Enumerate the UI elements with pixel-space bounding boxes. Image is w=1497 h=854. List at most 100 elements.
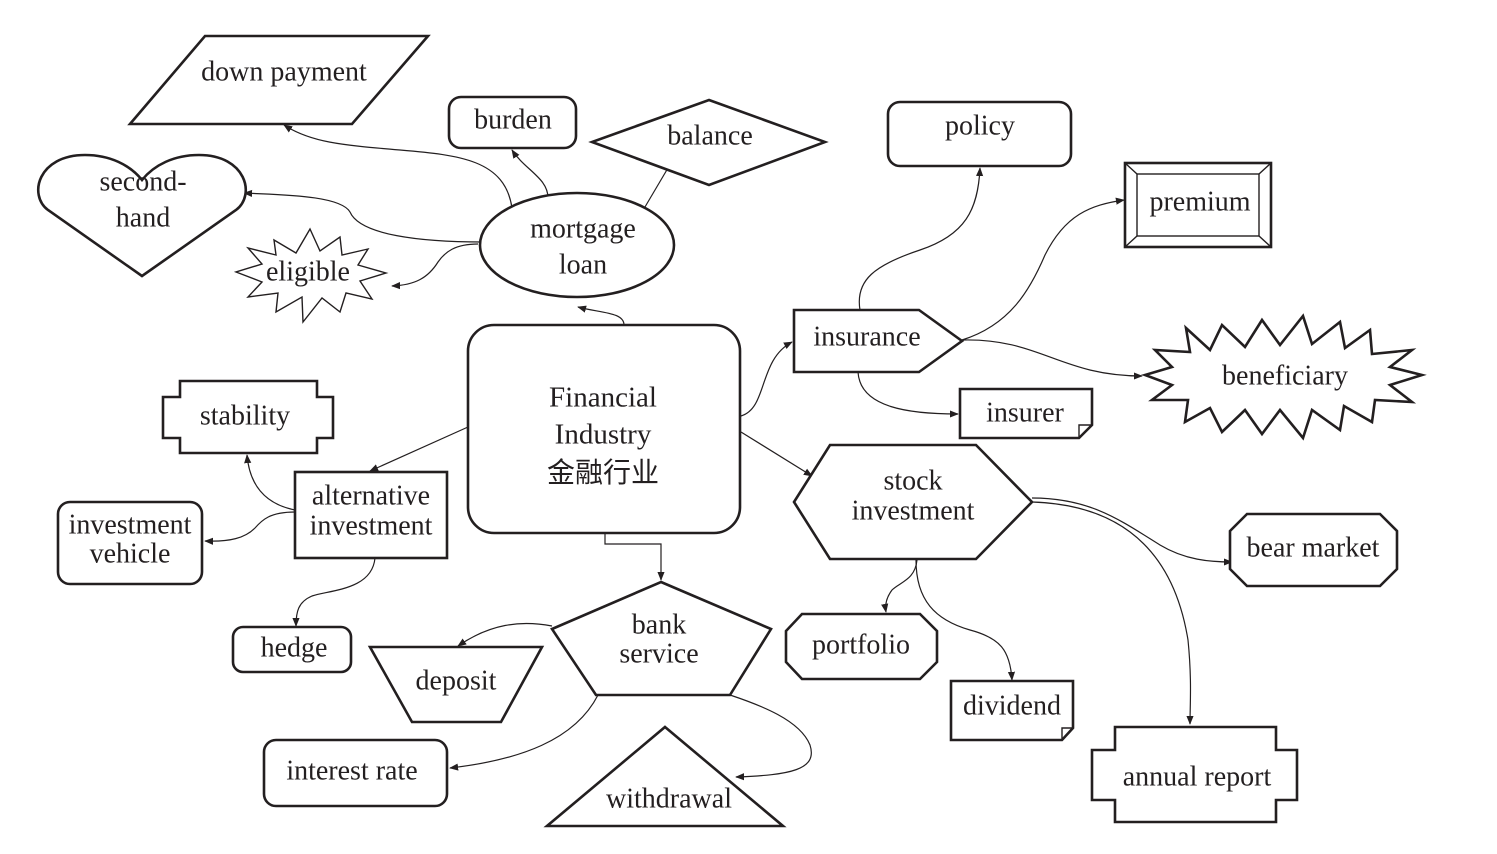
edge-stock-bear-market [1031, 497, 1233, 566]
policy-node[interactable]: policy [886, 100, 1073, 168]
hedge-node[interactable]: hedge [231, 625, 353, 674]
edge-stock-portfolio [881, 559, 918, 613]
edge-center-stock [740, 431, 813, 477]
down-payment-node[interactable]: down payment [127, 34, 431, 126]
stock-label-line2: investment [852, 495, 975, 526]
alternative-rectangle [293, 470, 449, 560]
stability-plaque [161, 379, 335, 455]
insurance-label: insurance [813, 321, 920, 352]
mortgage-label-line2: loan [559, 249, 607, 280]
stability-label: stability [200, 400, 290, 431]
burden-node[interactable]: burden [447, 95, 578, 150]
edge-insurance-insurer [857, 371, 959, 418]
eligible-node[interactable]: eligible [233, 227, 389, 324]
edge-stock-annual-report [1031, 501, 1194, 725]
premium-frame-inner [1136, 173, 1260, 237]
edge-bank-deposit [457, 622, 553, 647]
alternative-investment-node[interactable]: alternative investment [293, 470, 449, 560]
alternative-label-line2: investment [310, 510, 433, 541]
insurer-node[interactable]: insurer [958, 387, 1094, 440]
edge-alternative-stability [244, 454, 296, 511]
withdrawal-label: withdrawal [606, 783, 732, 814]
second-hand-node[interactable]: second- hand [37, 153, 247, 278]
bank-label-line2: service [619, 638, 698, 669]
mortgage-ellipse [478, 191, 676, 299]
dividend-folded-card [949, 679, 1075, 742]
alternative-label-line1: alternative [312, 480, 430, 511]
bear-market-node[interactable]: bear market [1228, 512, 1399, 588]
policy-label: policy [945, 110, 1015, 141]
edge-bank-withdrawal [729, 694, 812, 781]
edge-insurance-policy [858, 167, 984, 311]
balance-diamond [588, 98, 829, 187]
deposit-node[interactable]: deposit [367, 645, 545, 724]
bank-service-node[interactable]: bank service [550, 580, 773, 697]
hedge-label: hedge [261, 632, 328, 663]
mortgage-label-line1: mortgage [530, 213, 636, 244]
stock-hexagon [792, 443, 1034, 561]
policy-rounded-rectangle [886, 100, 1073, 168]
insurer-fold [1078, 424, 1092, 438]
edge-mortgage-down-payment [283, 124, 513, 209]
balance-label: balance [667, 120, 753, 151]
eligible-starburst [233, 227, 389, 324]
bank-label-line1: bank [632, 609, 686, 640]
hedge-rounded-rectangle [231, 625, 353, 674]
edge-mortgage-eligible [391, 243, 479, 290]
edge-alternative-vehicle [204, 511, 296, 545]
insurer-label: insurer [986, 397, 1064, 428]
interest-rate-node[interactable]: interest rate [262, 738, 449, 808]
beneficiary-label: beneficiary [1222, 360, 1348, 391]
withdrawal-node[interactable]: withdrawal [543, 725, 787, 828]
dividend-fold [1061, 727, 1073, 740]
portfolio-label: portfolio [812, 629, 910, 660]
portfolio-node[interactable]: portfolio [784, 612, 939, 681]
beneficiary-node[interactable]: beneficiary [1140, 313, 1427, 441]
interest-rate-rounded-rectangle [262, 738, 449, 808]
investment-vehicle-label-line2: vehicle [90, 538, 171, 569]
annual-report-label: annual report [1123, 761, 1272, 792]
stability-node[interactable]: stability [161, 379, 335, 455]
edge-insurance-beneficiary [961, 339, 1143, 380]
premium-label: premium [1149, 186, 1250, 217]
edge-mortgage-second-hand [243, 189, 484, 243]
dividend-label: dividend [963, 690, 1061, 721]
mortgage-loan-node[interactable]: mortgage loan [478, 191, 676, 299]
insurance-node[interactable]: insurance [792, 308, 965, 374]
edge-stock-dividend [915, 559, 1016, 681]
investment-vehicle-rounded-rectangle [56, 500, 204, 586]
dividend-node[interactable]: dividend [949, 679, 1075, 742]
down-payment-label: down payment [201, 56, 367, 87]
annual-report-plaque [1090, 725, 1299, 824]
edge-insurance-premium [961, 197, 1125, 341]
beneficiary-starburst [1140, 313, 1427, 441]
center-node[interactable]: Financial Industry 金融行业 [466, 323, 742, 535]
edge-center-bank [604, 533, 665, 581]
balance-node[interactable]: balance [588, 98, 829, 187]
edge-alternative-hedge [292, 557, 376, 627]
withdrawal-triangle [543, 725, 787, 828]
center-label-line3: 金融行业 [547, 456, 659, 489]
annual-report-node[interactable]: annual report [1090, 725, 1299, 824]
bank-pentagon [550, 580, 773, 697]
insurer-folded-card [958, 387, 1094, 440]
burden-rounded-rectangle [447, 95, 578, 150]
insurance-pentagon-arrow [792, 308, 965, 374]
edge-center-insurance [740, 341, 793, 417]
bear-market-octagon [1228, 512, 1399, 588]
center-label-line2: Industry [555, 419, 652, 451]
interest-rate-label: interest rate [286, 755, 417, 786]
eligible-label: eligible [266, 256, 350, 287]
edge-mortgage-balance [641, 167, 669, 213]
deposit-trapezoid [367, 645, 545, 724]
edge-center-alternative [369, 426, 469, 472]
investment-vehicle-node[interactable]: investment vehicle [56, 500, 204, 586]
premium-node[interactable]: premium [1123, 161, 1273, 249]
investment-vehicle-label-line1: investment [69, 509, 192, 540]
portfolio-octagon [784, 612, 939, 681]
premium-frame-outer [1123, 161, 1273, 249]
stock-investment-node[interactable]: stock investment [792, 443, 1034, 561]
center-rounded-rectangle [466, 323, 742, 535]
bear-market-label: bear market [1247, 532, 1380, 563]
down-payment-parallelogram [127, 34, 431, 126]
